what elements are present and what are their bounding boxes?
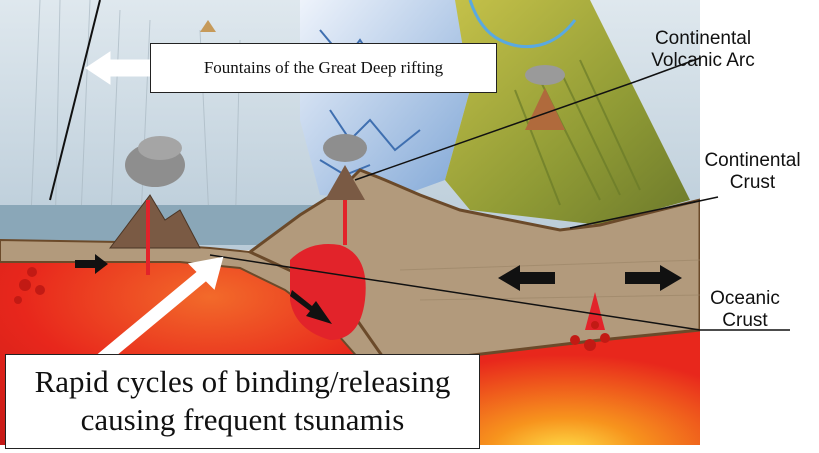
right-margin	[700, 0, 819, 453]
vegetation-slope	[445, 0, 690, 225]
spreading-arrow-left	[498, 265, 555, 291]
bottom-margin	[0, 445, 819, 453]
callout-rapid-cycles: Rapid cycles of binding/releasing causin…	[5, 354, 480, 449]
fountains-arrow	[85, 51, 151, 85]
rift-magma	[585, 292, 605, 330]
slope-volcano	[525, 88, 565, 130]
subduction-arrow	[290, 290, 332, 324]
leader-volcanic-arc	[354, 79, 641, 181]
river	[468, 0, 577, 49]
arc-volcano	[325, 165, 365, 200]
vegetation-streaks	[514, 59, 641, 206]
spreading-arrow-right	[625, 265, 682, 291]
leader-oceanic-crust	[209, 254, 701, 331]
leader-fountains	[49, 0, 101, 201]
label-oceanic-crust: Oceanic Crust	[710, 288, 780, 331]
label-continental-volcanic-arc: Continental Volcanic Arc	[651, 28, 755, 71]
callout-fountains: Fountains of the Great Deep rifting	[150, 43, 497, 93]
rapid-cycles-arrow	[96, 256, 224, 365]
slope-volcano-plume	[525, 65, 565, 85]
left-magma-blobs	[14, 267, 45, 304]
label-continental-crust: Continental Crust	[704, 150, 801, 193]
plate-motion-arrow-left	[75, 254, 108, 274]
mantle-right	[430, 330, 700, 453]
distant-volcano	[200, 20, 216, 32]
crust-texture	[399, 259, 701, 301]
left-volcano-plume-top	[138, 136, 182, 160]
arc-volcano-plume	[323, 134, 367, 162]
left-volcanoes	[108, 194, 201, 249]
rift-magma-blobs	[570, 321, 610, 351]
